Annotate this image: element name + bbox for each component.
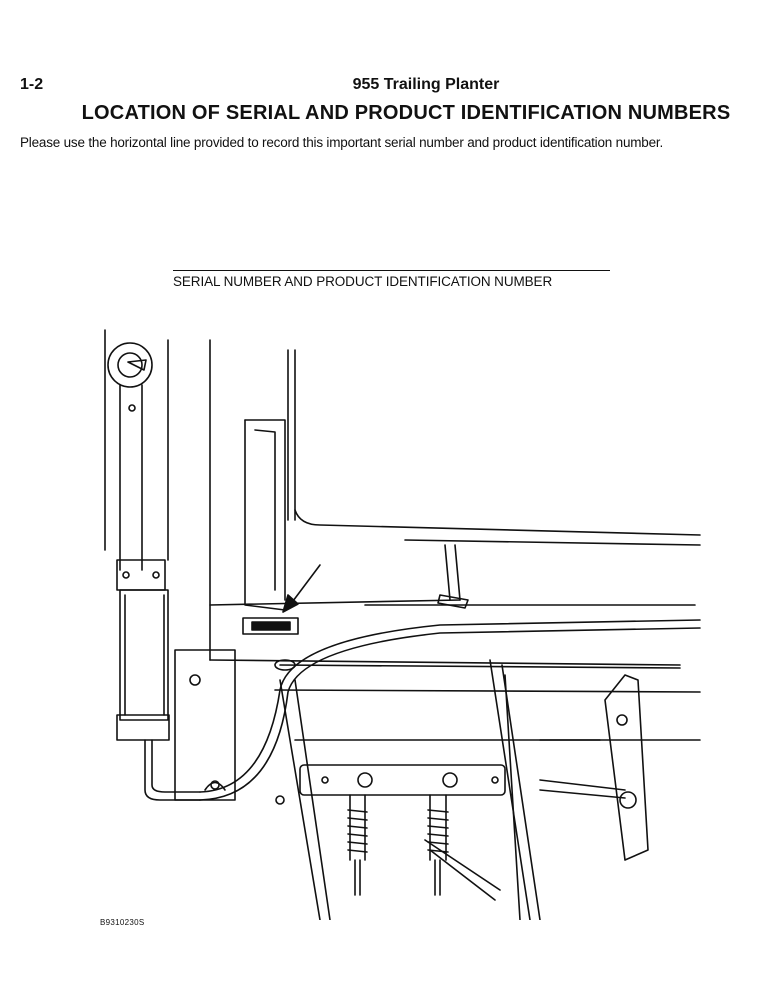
spring-bar bbox=[299, 764, 506, 796]
page-number: 1-2 bbox=[20, 76, 44, 93]
planter-illustration bbox=[104, 329, 701, 920]
record-line-caption: SERIAL NUMBER AND PRODUCT IDENTIFICATION… bbox=[173, 274, 553, 289]
frame-posts bbox=[104, 329, 296, 661]
section-title: LOCATION OF SERIAL AND PRODUCT IDENTIFIC… bbox=[81, 102, 731, 124]
mount-bracket bbox=[174, 649, 236, 801]
hopper bbox=[244, 419, 701, 611]
figure-code: B9310230S bbox=[100, 918, 145, 927]
row-unit-arms bbox=[275, 659, 541, 920]
linkage-plate bbox=[539, 674, 649, 861]
location-arrow bbox=[282, 564, 321, 613]
instructions-text: Please use the horizontal line provided … bbox=[20, 135, 664, 150]
serial-plate bbox=[242, 617, 299, 635]
running-title: 955 Trailing Planter bbox=[352, 76, 500, 93]
springs bbox=[347, 794, 449, 896]
record-line[interactable] bbox=[173, 270, 610, 271]
hopper-leg bbox=[437, 544, 469, 609]
hydraulic-cylinder bbox=[107, 342, 201, 801]
diagonal-brace bbox=[424, 839, 501, 901]
hydraulic-hose bbox=[199, 619, 701, 801]
